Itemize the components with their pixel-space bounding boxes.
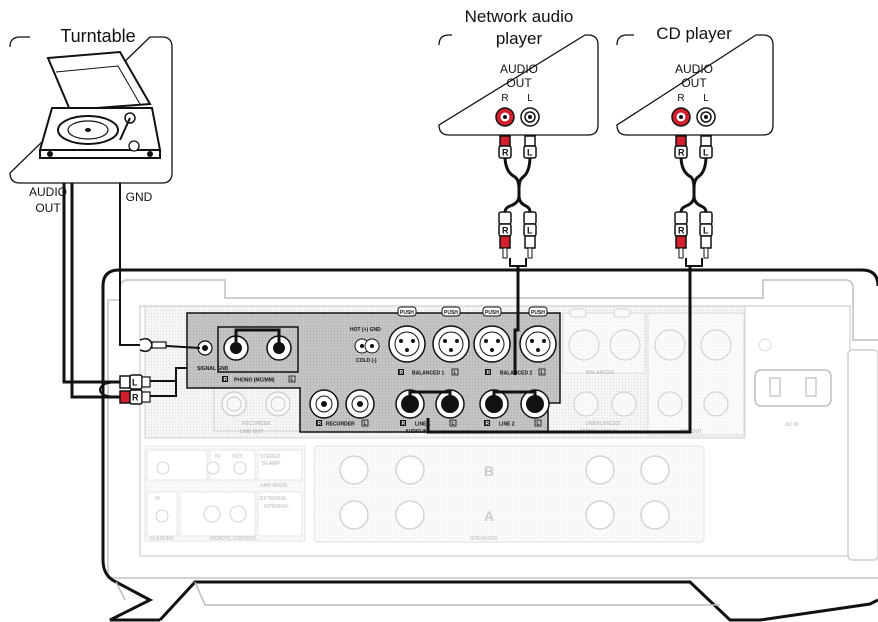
svg-text:RECORDER: RECORDER [326,422,355,428]
phono-section: SIGNAL GND R PHONO (MC/MM) L [197,326,299,384]
balanced2-xlr-l[interactable]: PUSH [519,306,557,363]
svg-text:L: L [364,421,367,427]
svg-text:R: R [486,421,490,427]
audio-in-label: AUDIO IN [405,429,428,435]
cd-player-rca-plugs: R L R L [674,135,713,259]
svg-text:L: L [291,377,294,383]
svg-text:L: L [454,370,457,376]
svg-text:L: L [541,370,544,376]
turntable-title: Turntable [60,26,135,46]
cables [62,155,708,434]
svg-text:L: L [527,226,533,236]
svg-text:PUSH: PUSH [531,310,545,316]
balanced1-xlr-r[interactable]: PUSH [388,306,426,363]
svg-text:OUT: OUT [232,454,243,460]
svg-text:RECORDER: RECORDER [242,421,271,427]
svg-text:R: R [678,226,685,236]
svg-text:INTERNAL: INTERNAL [264,504,289,510]
balanced2-xlr-r[interactable]: PUSH [473,306,511,363]
svg-text:L: L [537,421,540,427]
svg-text:AMP MODE: AMP MODE [260,483,288,489]
svg-text:R: R [677,93,684,104]
svg-text:HOT (+) GND: HOT (+) GND [350,327,381,333]
svg-text:AUDIO: AUDIO [500,62,538,76]
svg-text:LINE 1: LINE 1 [415,422,431,428]
svg-text:R: R [400,370,404,376]
svg-text:R: R [678,148,685,158]
turntable-icon [38,50,162,159]
svg-text:L: L [452,421,455,427]
svg-text:R: R [132,393,139,403]
svg-text:LINE 2: LINE 2 [499,422,515,428]
audio-in-section: R RECORDER L R LINE 1 L R LINE 2 L AUDIO… [309,389,550,435]
svg-text:AC IN: AC IN [785,422,799,428]
network-audio-player-device: Network audio player AUDIO OUT R L [438,7,599,136]
phono-label: PHONO (MC/MM) [234,378,275,384]
turntable-rca-plugs: L R [119,338,167,405]
svg-text:B: B [484,463,494,479]
turntable-audio-out-label-1: AUDIO [29,185,67,199]
svg-text:BALANCED 1: BALANCED 1 [412,371,444,377]
svg-text:OUT: OUT [681,76,707,90]
balanced-section: HOT (+) GND COLD (-) PUSH PUSH PUSH [350,306,557,377]
svg-text:R: R [501,93,508,104]
svg-text:LINE OUT: LINE OUT [240,429,263,435]
svg-text:L: L [132,378,138,388]
svg-text:PUSH: PUSH [485,310,499,316]
svg-text:L: L [527,93,533,104]
turntable-audio-out-label-2: OUT [35,201,61,215]
network-player-title-1: Network audio [465,7,574,26]
svg-text:R: R [487,370,491,376]
svg-text:IR: IR [155,496,160,502]
cd-player-title: CD player [656,24,732,43]
svg-text:A: A [484,508,494,524]
svg-text:L: L [703,148,709,158]
network-player-title-2: player [496,29,543,48]
ac-in-socket[interactable] [754,369,832,407]
svg-text:AUDIO: AUDIO [675,62,713,76]
svg-text:COLD (-): COLD (-) [356,358,377,364]
svg-text:UNBALANCED: UNBALANCED [585,421,621,427]
turntable-gnd-label: GND [126,190,153,204]
svg-text:FLASHER: FLASHER [150,536,174,542]
balanced1-xlr-l[interactable]: PUSH [432,306,470,363]
network-player-rca-plugs: R L R L [498,135,537,259]
svg-text:BI-AMP: BI-AMP [262,461,280,467]
svg-text:R: R [502,226,509,236]
turntable-device: Turntable AUDIO OUT GND [9,26,173,215]
svg-text:STEREO: STEREO [260,454,281,460]
svg-text:IN: IN [215,454,220,460]
svg-text:SPEAKERS: SPEAKERS [470,536,498,542]
right-panels: BALANCED UNBALANCED POWER AMP IN PRE OUT… [562,308,832,436]
svg-text:R: R [502,148,509,158]
svg-text:EXTERNAL: EXTERNAL [260,496,287,502]
speakers-section: B A SPEAKERS [313,445,705,543]
svg-text:PUSH: PUSH [444,310,458,316]
svg-text:REMOTE CONTROL: REMOTE CONTROL [210,536,258,542]
svg-text:BALANCED: BALANCED [586,370,614,376]
svg-text:OUT: OUT [506,76,532,90]
svg-text:L: L [703,93,709,104]
line-out-section: RECORDER LINE OUT [221,391,291,435]
lower-control-panel: IN OUT STEREO BI-AMP AMP MODE IR EXTERNA… [144,445,306,542]
svg-text:L: L [527,148,533,158]
svg-text:R: R [402,421,406,427]
cd-player-device: CD player AUDIO OUT R L [616,24,774,136]
svg-text:L: L [703,226,709,236]
svg-text:PUSH: PUSH [400,310,414,316]
signal-gnd-label: SIGNAL GND [197,366,229,372]
svg-text:R: R [318,421,322,427]
svg-text:R: R [224,377,228,383]
